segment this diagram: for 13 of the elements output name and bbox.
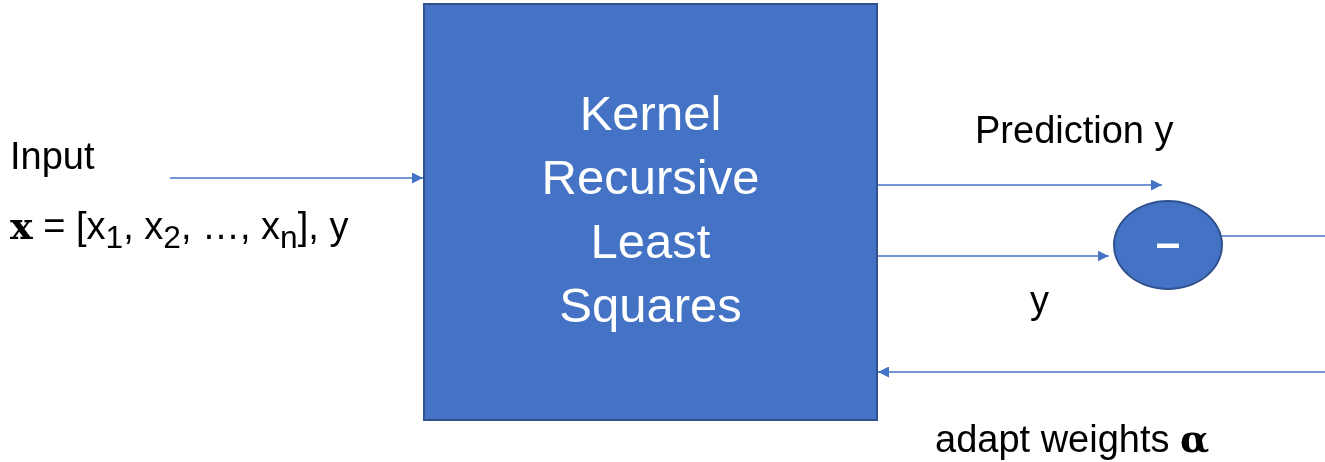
edge-label: adapt weights α: [935, 418, 1210, 461]
line: [1221, 235, 1325, 237]
arrow: [877, 366, 1325, 378]
process-box: [423, 3, 878, 421]
edge-label: Prediction y: [975, 110, 1174, 152]
arrow: [877, 179, 1163, 191]
input-label: x = [x$_{1}$, x$_{2}$, …, x$_{n}$], y: [10, 205, 349, 255]
box-title: Kernel Recursive Least Squares: [540, 85, 761, 334]
input-label: Input: [10, 136, 95, 178]
edge-label: y: [1030, 280, 1049, 322]
arrow: [169, 172, 424, 184]
minus-sign: –: [1155, 221, 1181, 265]
arrow: [877, 250, 1110, 262]
